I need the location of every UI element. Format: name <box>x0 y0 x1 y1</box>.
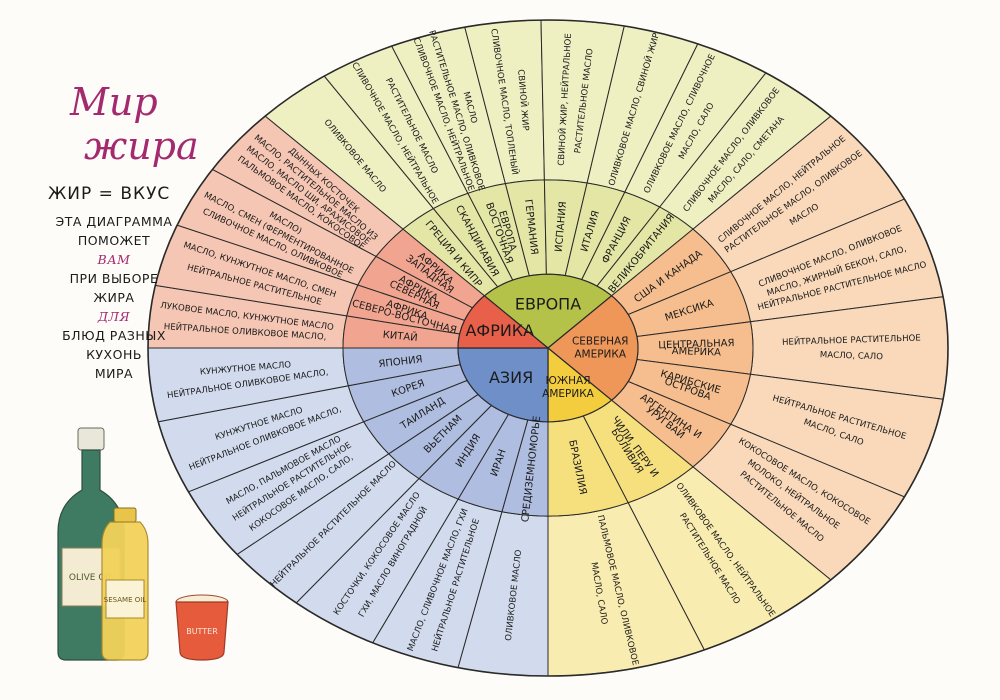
desc-line: ЭТА ДИАГРАММА <box>55 214 173 229</box>
wheel-outline <box>147 19 949 677</box>
continent-wedge <box>457 295 550 349</box>
region-label: ЯПОНИЯ <box>378 354 423 370</box>
continent-label: ЕВРОПА <box>515 295 581 314</box>
text-line: КИТАЙ <box>382 328 418 344</box>
title-line-2: жира <box>84 124 199 168</box>
text-line: АМЕРИКА <box>672 346 722 359</box>
continent-wedge <box>457 347 549 423</box>
page-title: Мир жира <box>70 80 199 168</box>
sesame-oil-bottle-icon: SESAME OIL <box>101 507 149 661</box>
continent-label-word: АЗИЯ <box>489 368 533 387</box>
continent-label: АЗИЯ <box>489 368 533 387</box>
oil-bottles-illustration: OLIVE OIL SESAME OIL BUTTER <box>57 427 229 661</box>
desc-line: КУХОНЬ <box>86 347 142 362</box>
butter-jar-icon: BUTTER <box>175 594 229 661</box>
continent-label-word: ЕВРОПА <box>515 295 581 314</box>
desc-word-highlight: ДЛЯ <box>97 309 131 324</box>
butter-label: BUTTER <box>186 627 218 636</box>
desc-word: ЖИРА <box>93 290 135 305</box>
desc-line: МИРА <box>94 366 134 381</box>
formula-text: ЖИР = ВКУС <box>48 184 171 204</box>
region-label: ИСПАНИЯ <box>554 201 569 253</box>
description: ЭТА ДИАГРАММА ПОМОЖЕТ ВАМ ПРИ ВЫБОРЕ ЖИР… <box>44 212 184 383</box>
continent-wedge <box>483 273 613 349</box>
text-line: ЦЕНТРАЛЬНАЯ <box>658 338 735 351</box>
continent-label-word: АМЕРИКА <box>542 388 595 400</box>
desc-line: ПРИ ВЫБОРЕ <box>69 271 159 286</box>
text-line: МАСЛО, САЛО <box>820 350 884 362</box>
continent-label-word: СЕВЕРНАЯ <box>572 336 629 348</box>
desc-line: ПОМОЖЕТ ВАМ <box>44 231 184 269</box>
text-line: ИСПАНИЯ <box>554 201 569 253</box>
desc-word-highlight: ВАМ <box>97 252 131 267</box>
continent-label-word: ЮЖНАЯ <box>545 375 590 387</box>
continent-label-word: АФРИКА <box>465 321 534 340</box>
continent-label: АФРИКА <box>465 321 534 340</box>
desc-word: ПОМОЖЕТ <box>77 233 151 248</box>
title-line-1: Мир <box>70 80 158 124</box>
olive-oil-label: OLIVE OIL <box>69 573 113 583</box>
desc-line: ЖИРА ДЛЯ <box>44 288 184 326</box>
desc-line: БЛЮД РАЗНЫХ <box>62 328 166 343</box>
text-line: ЯПОНИЯ <box>378 354 423 370</box>
continent-wedge <box>547 346 613 423</box>
region-label: КИТАЙ <box>382 328 418 344</box>
continent-wedge <box>547 295 639 401</box>
sesame-oil-label: SESAME OIL <box>104 596 146 604</box>
continent-label-word: АМЕРИКА <box>574 349 627 361</box>
